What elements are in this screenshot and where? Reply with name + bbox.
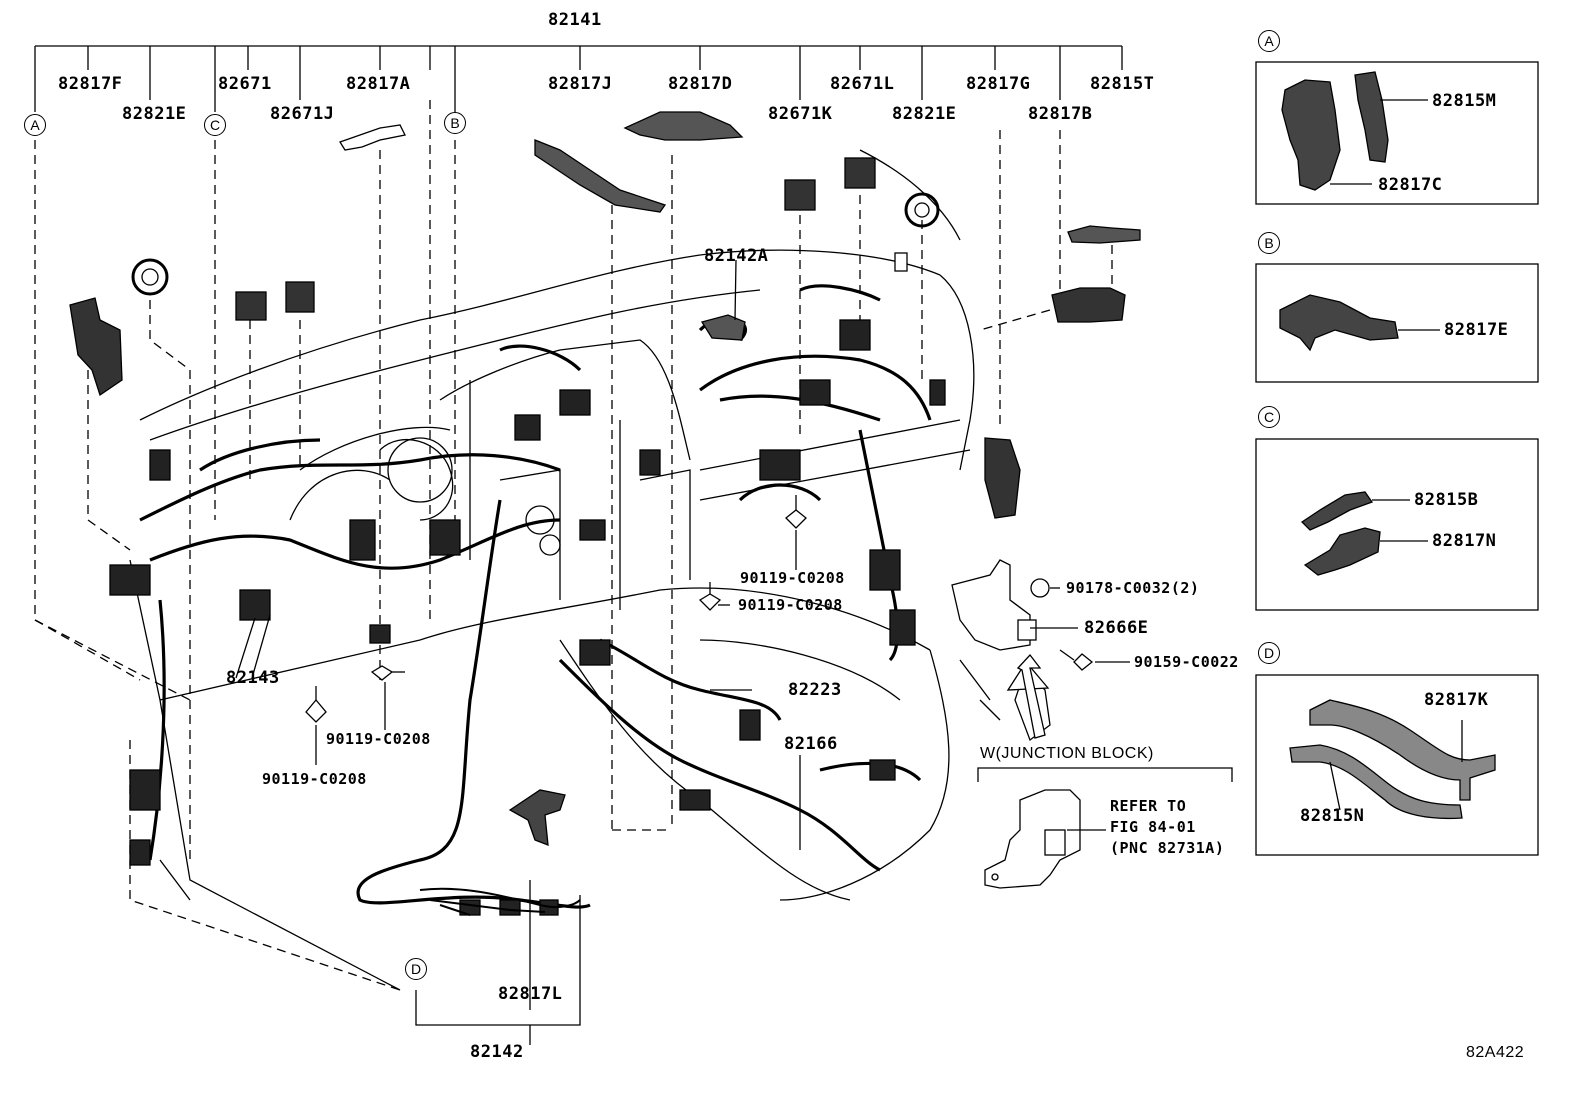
label-82815m: 82815M [1432,91,1497,111]
label-82142a: 82142A [704,246,769,266]
part-82817l [508,789,566,846]
refer-to-text: REFER TO [1110,797,1187,815]
label-82671j: 82671J [270,104,335,124]
label-82821e-left: 82821E [122,104,187,124]
detail-d-callout: D [1258,642,1280,664]
label-82817d: 82817D [668,74,733,94]
label-82671k: 82671K [768,104,833,124]
label-82666e: 82666E [1084,618,1149,638]
label-90119-c0208-c: 90119-C0208 [326,730,431,748]
label-82671: 82671 [218,74,272,94]
callout-a: A [24,114,46,136]
callout-c: C [204,114,226,136]
label-82821e-right: 82821E [892,104,957,124]
label-82166: 82166 [784,734,838,754]
dashed-leaders [34,100,1113,991]
detail-b-parts [1279,294,1440,352]
label-82817b: 82817B [1028,104,1093,124]
label-82817j: 82817J [548,74,613,94]
detail-d-parts [1289,699,1496,820]
label-82817n: 82817N [1432,531,1497,551]
label-82815b: 82815B [1414,490,1479,510]
callout-b: B [444,112,466,134]
detail-c-parts [1300,491,1428,576]
label-82815n: 82815N [1300,806,1365,826]
detail-a-callout: A [1258,30,1280,52]
label-82817e: 82817E [1444,320,1509,340]
label-82141: 82141 [548,10,602,30]
callout-d: D [405,958,427,980]
label-82817k: 82817K [1424,690,1489,710]
label-90178-c0032: 90178-C0032(2) [1066,579,1200,597]
label-82815t: 82815T [1090,74,1155,94]
label-82817c: 82817C [1378,175,1443,195]
arrow-to-junction [1016,653,1046,739]
label-82142: 82142 [470,1042,524,1062]
junction-block-title: W(JUNCTION BLOCK) [980,745,1154,762]
detail-b-callout: B [1258,232,1280,254]
refer-fig-text: FIG 84-01 [1110,818,1196,836]
label-leaders [235,259,1130,850]
figure-code: 82A422 [1466,1044,1525,1061]
junction-block-inset [977,767,1233,889]
label-90119-c0208-b: 90119-C0208 [738,596,843,614]
label-90119-c0208-a: 90119-C0208 [740,569,845,587]
bolts [305,495,1094,723]
detail-c-callout: C [1258,406,1280,428]
detail-a-parts [1281,71,1428,191]
label-90159-c0022: 90159-C0022 [1134,653,1239,671]
harness-82142-ends [419,887,581,916]
bracket-82141 [34,45,1123,112]
detail-boxes [1255,61,1539,856]
label-82671l: 82671L [830,74,895,94]
label-82817a: 82817A [346,74,411,94]
label-82817g: 82817G [966,74,1031,94]
label-82223: 82223 [788,680,842,700]
refer-pnc-text: (PNC 82731A) [1110,839,1225,857]
top-parts [69,111,1141,519]
label-82817l: 82817L [498,984,563,1004]
label-82817f: 82817F [58,74,123,94]
label-82143: 82143 [226,668,280,688]
harness-connectors [109,319,946,916]
label-90119-c0208-d: 90119-C0208 [262,770,367,788]
